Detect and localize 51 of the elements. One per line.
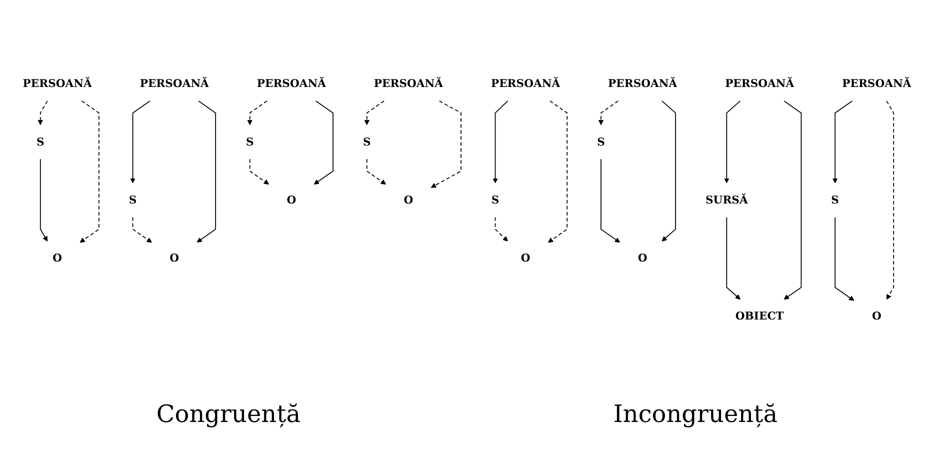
arrow — [492, 100, 508, 184]
arrow — [886, 100, 894, 300]
node-text: S — [36, 136, 44, 148]
node-text: PERSOANĂ — [725, 77, 794, 90]
node-text: S — [362, 136, 371, 148]
node-text: O — [170, 252, 180, 264]
node-text: O — [872, 310, 882, 323]
arrow — [40, 158, 48, 242]
node-text: SURSĂ — [705, 194, 748, 206]
arrow — [784, 100, 802, 300]
arrow — [598, 100, 619, 126]
arrow — [249, 158, 269, 184]
node-text: PERSOANĂ — [22, 77, 92, 90]
triangle-diagram: PERSOANĂ SURSĂ OBIECT PERSOANĂ S O PERSOANĂ S O PERSOANĂ S O PERSOANĂ S O PERSOANĂ S O PERSOANĂ S O PERSOANĂ S O — [0, 62, 934, 338]
arrow — [726, 216, 740, 300]
node-text: S — [831, 194, 839, 206]
node-text: O — [638, 252, 648, 264]
arrow — [38, 100, 48, 126]
arrow — [364, 100, 384, 126]
node-text: S — [128, 194, 137, 206]
arrow — [834, 216, 854, 301]
node-text: PERSOANĂ — [608, 77, 678, 90]
node-text: PERSOANĂ — [374, 77, 444, 90]
node-text: O — [286, 194, 296, 206]
arrow — [832, 100, 853, 184]
node-text: S — [246, 136, 254, 148]
arrow — [430, 100, 462, 188]
node-text: OBIECT — [735, 310, 784, 323]
node-text: O — [520, 252, 530, 264]
node-text: S — [597, 136, 605, 148]
arrow — [600, 158, 620, 243]
arrow — [132, 216, 152, 243]
node-text: PERSOANĂ — [842, 77, 912, 90]
node-text: S — [491, 194, 500, 206]
arrow — [494, 216, 508, 242]
arrow — [196, 100, 216, 242]
node-text: PERSOANĂ — [140, 77, 209, 90]
node-text: PERSOANĂ — [490, 77, 560, 90]
arrow — [247, 100, 268, 126]
arrow — [661, 100, 676, 242]
arrow — [724, 100, 741, 184]
node-text: O — [404, 194, 414, 206]
arrow — [80, 100, 100, 243]
arrow — [548, 100, 568, 243]
caption-text: Incongruență — [613, 400, 778, 428]
arrow — [314, 100, 334, 184]
caption-text: Congruență — [156, 400, 301, 428]
arrow — [130, 100, 150, 184]
arrow — [366, 158, 386, 184]
node-text: O — [52, 252, 62, 264]
node-text: PERSOANĂ — [256, 77, 326, 90]
